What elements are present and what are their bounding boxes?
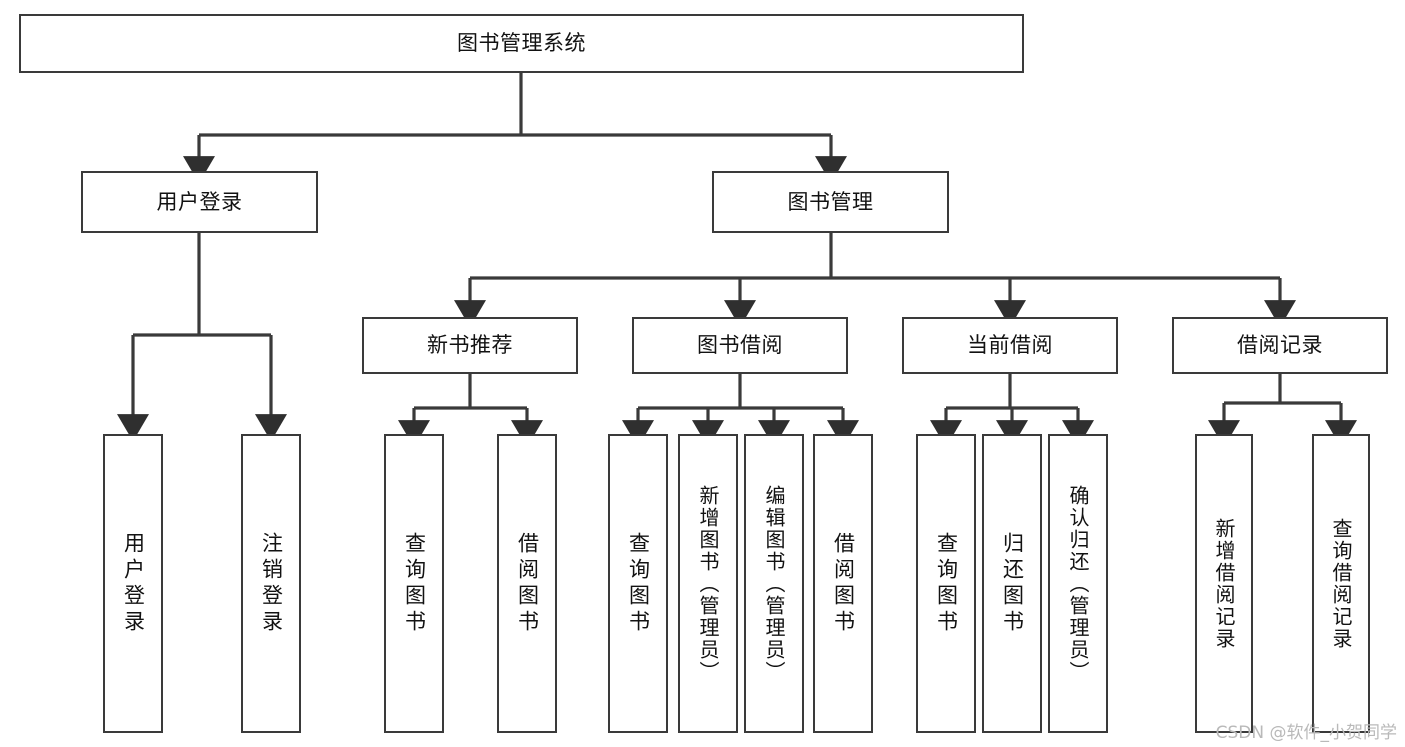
leaf-user-login[interactable]: 用户登录 — [103, 434, 163, 733]
node-label: 借阅图书 — [831, 531, 856, 636]
leaf-borrow-book[interactable]: 借阅图书 — [813, 434, 873, 733]
node-label: 注销登录 — [259, 531, 284, 636]
node-label: 确认归还（管理员） — [1066, 484, 1090, 683]
leaf-user-logout[interactable]: 注销登录 — [241, 434, 301, 733]
node-label: 新增图书（管理员） — [696, 484, 720, 683]
leaf-query-borrow-record[interactable]: 查询借阅记录 — [1312, 434, 1370, 733]
node-new-book-recommend[interactable]: 新书推荐 — [362, 317, 578, 374]
node-label: 查询图书 — [626, 531, 651, 636]
leaf-borrow-book-recommend[interactable]: 借阅图书 — [497, 434, 557, 733]
leaf-return-book[interactable]: 归还图书 — [982, 434, 1042, 733]
leaf-query-book-borrow[interactable]: 查询图书 — [608, 434, 668, 733]
node-label: 查询借阅记录 — [1329, 517, 1353, 650]
node-label: 用户登录 — [121, 531, 146, 636]
node-label: 用户登录 — [156, 189, 243, 214]
node-label: 新书推荐 — [427, 333, 513, 358]
leaf-add-borrow-record[interactable]: 新增借阅记录 — [1195, 434, 1253, 733]
node-label: 当前借阅 — [967, 333, 1053, 358]
leaf-edit-book-admin[interactable]: 编辑图书（管理员） — [744, 434, 804, 733]
node-label: 编辑图书（管理员） — [762, 484, 786, 683]
node-label: 借阅记录 — [1237, 333, 1323, 358]
node-book-management[interactable]: 图书管理 — [712, 171, 949, 233]
node-label: 图书借阅 — [697, 333, 783, 358]
node-label: 归还图书 — [1000, 531, 1025, 636]
node-label: 图书管理 — [787, 189, 874, 214]
node-label: 查询图书 — [402, 531, 427, 636]
node-label: 新增借阅记录 — [1212, 517, 1236, 650]
node-current-borrow[interactable]: 当前借阅 — [902, 317, 1118, 374]
node-root-system[interactable]: 图书管理系统 — [19, 14, 1024, 73]
leaf-query-book-current[interactable]: 查询图书 — [916, 434, 976, 733]
node-borrow-record[interactable]: 借阅记录 — [1172, 317, 1388, 374]
node-label: 借阅图书 — [515, 531, 540, 636]
csdn-watermark: CSDN @软件_小贺同学 — [1215, 723, 1397, 743]
node-book-borrow[interactable]: 图书借阅 — [632, 317, 848, 374]
node-label: 图书管理系统 — [457, 31, 586, 56]
node-label: 查询图书 — [934, 531, 959, 636]
leaf-add-book-admin[interactable]: 新增图书（管理员） — [678, 434, 738, 733]
node-user-login[interactable]: 用户登录 — [81, 171, 318, 233]
leaf-confirm-return-admin[interactable]: 确认归还（管理员） — [1048, 434, 1108, 733]
leaf-query-book-recommend[interactable]: 查询图书 — [384, 434, 444, 733]
